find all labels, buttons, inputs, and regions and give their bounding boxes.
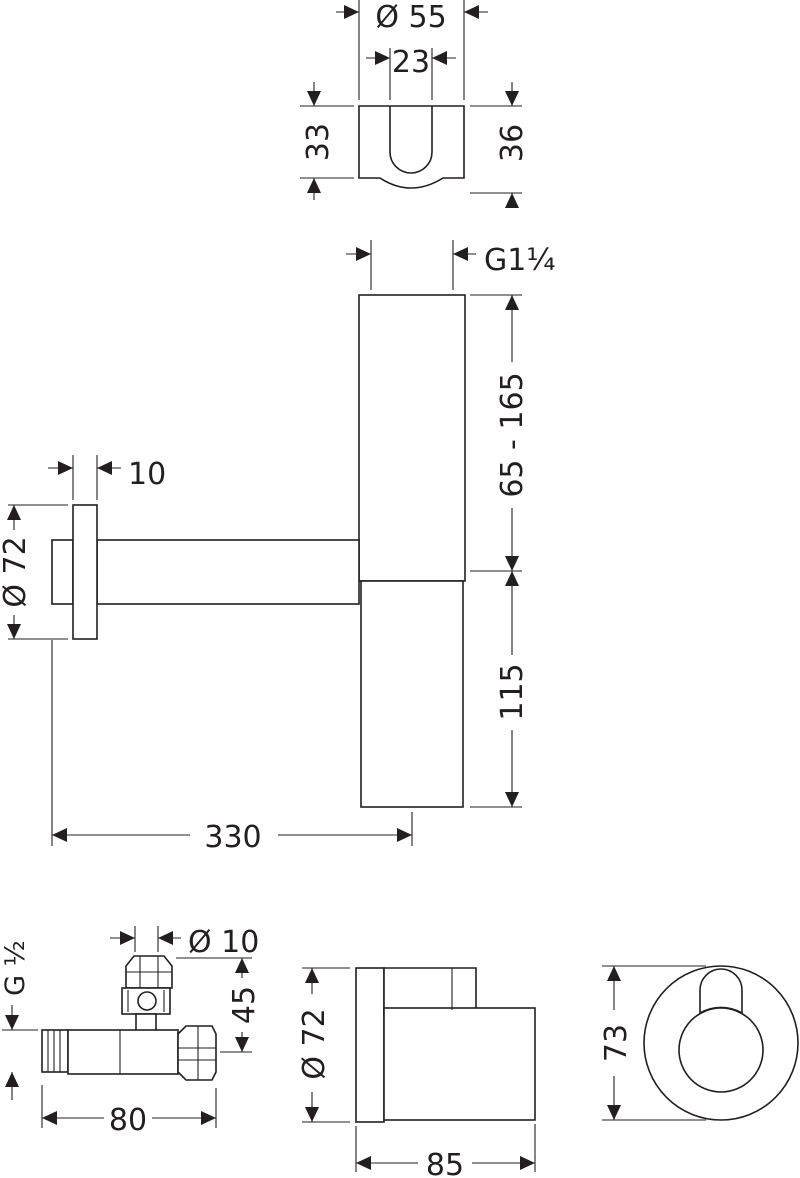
dim-top-diameter: Ø 55: [375, 0, 446, 35]
dim-rosette-depth: 85: [426, 1148, 464, 1178]
dim-projection: 330: [204, 820, 261, 855]
dim-flange-diameter: Ø 72: [0, 536, 33, 607]
dim-top-left-height: 33: [301, 123, 336, 161]
dim-thread: G1¼: [484, 243, 555, 278]
dim-valve-thread: G ½: [0, 940, 31, 996]
top-view: Ø 55 23 33 36: [300, 0, 530, 208]
dim-top-inner-width: 23: [392, 45, 430, 80]
dim-top-right-height: 36: [495, 124, 530, 162]
rosette-side-view: Ø 72 85: [297, 967, 536, 1178]
angle-valve-view: Ø 10 45 G ½ 80: [0, 925, 262, 1138]
trap-side-view: G1¼ 65 - 165 115 10 Ø 72 330: [0, 240, 555, 855]
dim-lower-height: 115: [495, 663, 530, 720]
dim-cover-size: 73: [599, 1024, 634, 1062]
dim-valve-length: 80: [109, 1103, 147, 1138]
dim-adjust-range: 65 - 165: [495, 372, 530, 497]
dim-rosette-diameter: Ø 72: [297, 1008, 332, 1079]
dim-valve-outlet: Ø 10: [188, 925, 259, 960]
cover-front-view: 73: [599, 965, 799, 1121]
dim-valve-height: 45: [227, 986, 262, 1024]
dim-flange-thickness: 10: [128, 457, 166, 492]
